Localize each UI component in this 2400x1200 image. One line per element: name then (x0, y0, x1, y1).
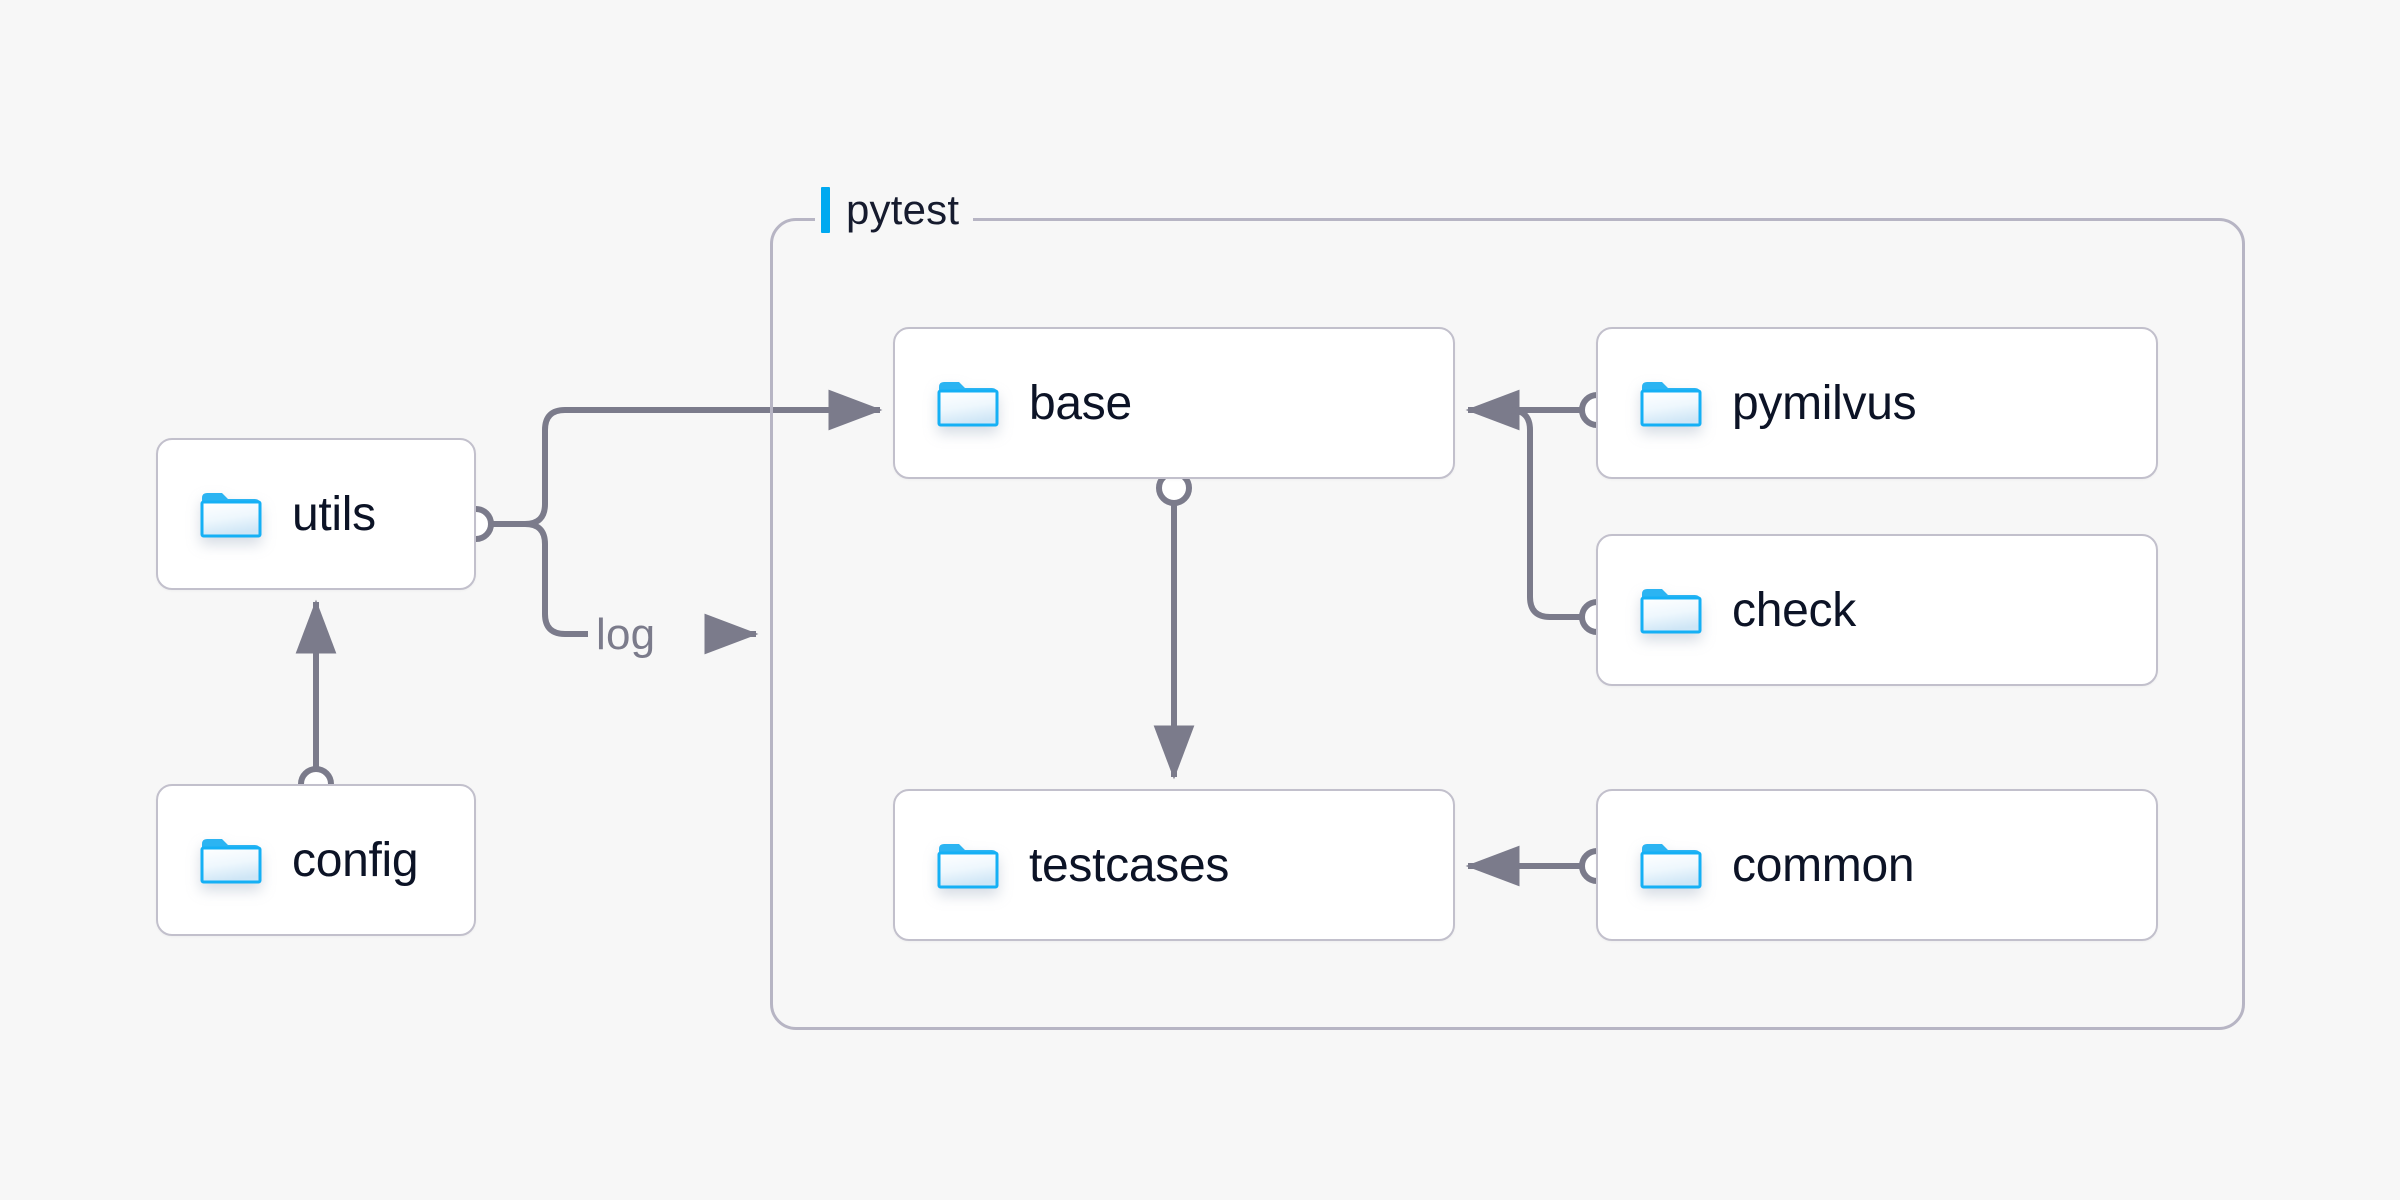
folder-icon (937, 378, 999, 428)
edge-utils-to-log (489, 521, 588, 637)
edge-label-log: log (596, 610, 656, 659)
node-label: utils (292, 487, 376, 541)
group-label-pytest: pytest (815, 180, 974, 240)
folder-icon (1640, 840, 1702, 890)
node-label: testcases (1029, 838, 1230, 892)
folder-icon (200, 835, 262, 885)
node-utils[interactable]: utils (156, 438, 476, 590)
folder-icon (1640, 585, 1702, 635)
node-label: config (292, 833, 419, 887)
node-label: base (1029, 376, 1132, 430)
accent-bar-icon (821, 187, 830, 233)
node-testcases[interactable]: testcases (893, 789, 1455, 941)
node-label: check (1732, 583, 1856, 637)
node-label: common (1732, 838, 1915, 892)
group-container-pytest[interactable] (770, 218, 2245, 1030)
folder-icon (937, 840, 999, 890)
node-config[interactable]: config (156, 784, 476, 936)
node-check[interactable]: check (1596, 534, 2158, 686)
group-title: pytest (846, 186, 960, 233)
node-label: pymilvus (1732, 376, 1917, 430)
folder-icon (1640, 378, 1702, 428)
node-pymilvus[interactable]: pymilvus (1596, 327, 2158, 479)
node-common[interactable]: common (1596, 789, 2158, 941)
folder-icon (200, 489, 262, 539)
node-base[interactable]: base (893, 327, 1455, 479)
